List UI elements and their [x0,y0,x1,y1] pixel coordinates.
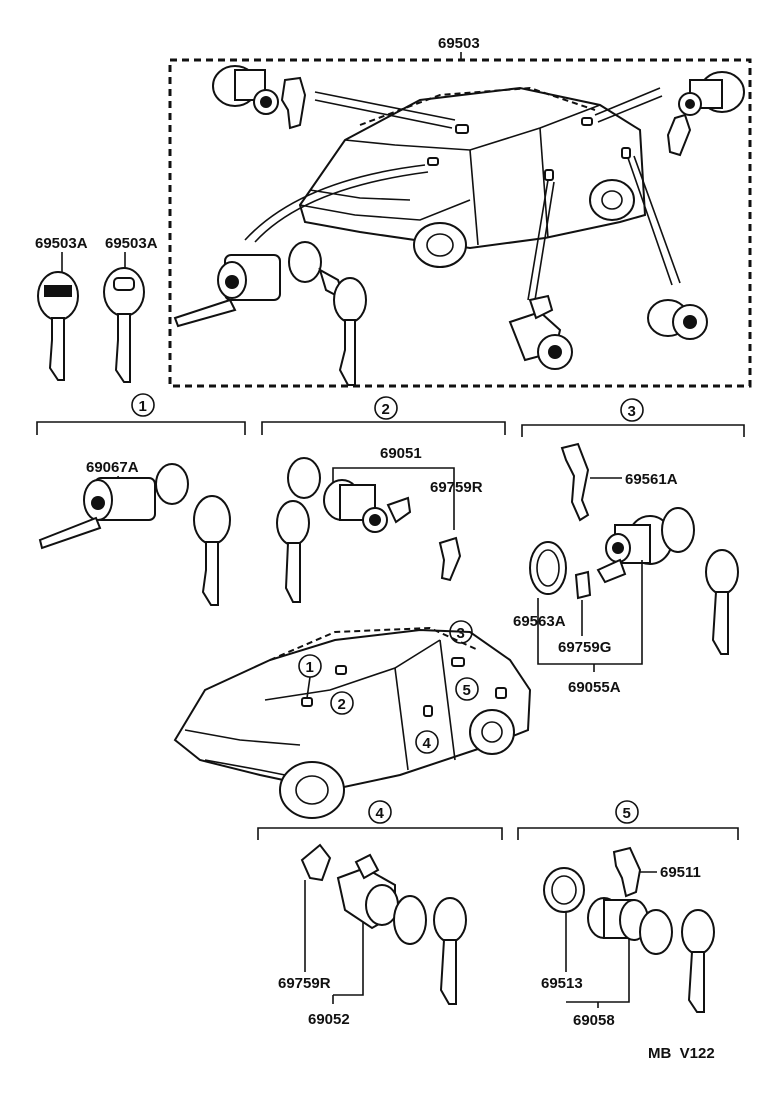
g2-clip [438,536,462,582]
g4-clip-number: 69759R [278,975,331,992]
g5-pad-number: 69513 [541,975,583,992]
g3-lever [560,442,590,522]
g1-ignition-cylinder [38,463,189,550]
svg-text:2: 2 [382,401,390,418]
svg-text:5: 5 [463,682,471,699]
car-callout-2: 2 [330,691,354,715]
g3-keys [661,507,739,655]
pointer-band-5 [627,157,673,286]
car-callout-1: 1 [298,654,322,699]
svg-text:1: 1 [139,398,147,415]
svg-text:1: 1 [306,659,314,676]
car-illustration-middle [173,626,532,819]
g3-part-number: 69055A [568,679,621,696]
spare-key-a [37,271,79,381]
spare-key-a-label: 69503A [35,235,88,252]
car-callout-5: 5 [455,677,479,701]
g2-keys [276,457,321,603]
g5-spring-number: 69511 [660,864,701,881]
bracket-3 [521,424,745,437]
g5-part-number: 69058 [573,1012,615,1029]
bracket-5 [517,827,739,840]
diagram-code: MB V122 [648,1045,715,1062]
g4-keys [393,895,467,1005]
g4-bracket [333,922,364,996]
callout-2 [374,396,398,420]
g3-lever-number: 69561A [625,471,678,488]
g3-bracket [537,560,643,665]
g3-cylinder [596,515,673,584]
svg-text:4: 4 [423,735,432,752]
car-callout-4: 4 [415,730,439,754]
callout-1 [131,393,155,417]
callout-5 [615,800,639,824]
spare-key-b-label: 69503A [105,235,158,252]
lock-cylinder-top-right [666,71,745,157]
pointer-band-1 [314,91,456,121]
door-lock-cylinder-top-left [212,65,307,130]
g5-bracket [566,938,630,1003]
g5-keys [639,909,715,1013]
g3-pad [529,541,567,595]
bracket-4 [257,827,503,840]
g5-pad [543,867,585,913]
g1-part-number: 69067A [86,459,139,476]
bracket-1 [36,421,246,435]
pointer-band-2 [594,87,661,116]
pointer-band-3 [244,164,426,241]
ignition-key-top [333,277,367,386]
g4-part-number: 69052 [308,1011,350,1028]
g5-spring [612,846,642,898]
svg-text:3: 3 [457,625,465,642]
g2-door-cylinder [323,479,412,533]
svg-text:3: 3 [628,403,636,420]
car-callout-3: 3 [449,620,473,644]
assembly-part-number: 69503 [438,35,480,52]
bracket-2 [261,421,506,435]
svg-text:2: 2 [338,696,346,713]
assembly-boundary [168,58,752,388]
callout-3 [620,398,644,422]
g3-pad-number: 69563A [513,613,566,630]
g2-bracket [332,467,455,530]
g5-cylinder [587,897,649,941]
trunk-lock-cylinder-bottom [647,299,708,340]
g2-clip-number: 69759R [430,479,483,496]
g3-clip-number: 69759G [558,639,611,656]
callout-4 [368,800,392,824]
spare-key-b [103,267,145,383]
g2-part-number: 69051 [380,445,422,462]
svg-text:5: 5 [623,805,631,822]
ignition-cylinder-top [173,241,347,328]
door-lock-cylinder-bottom [508,294,573,370]
g1-key [193,495,231,606]
g4-door-cylinder [336,853,399,930]
pointer-band-4 [527,179,549,301]
g4-clip [300,843,332,882]
svg-text:4: 4 [376,805,385,822]
car-illustration-top [298,86,647,268]
g3-clip [574,570,592,600]
